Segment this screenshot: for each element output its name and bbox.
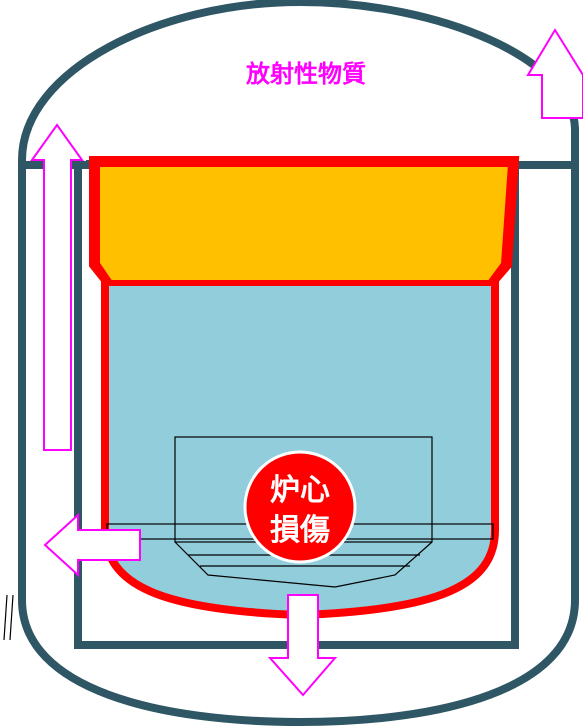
arrow-up-left — [30, 123, 84, 451]
arrow-left — [43, 512, 141, 578]
arrow-up-right — [526, 28, 583, 119]
title-radioactive-material: 放射性物質 — [245, 60, 366, 88]
core-label-line2: 損傷 — [270, 513, 330, 548]
edge-marks — [3, 594, 14, 641]
core-damage-circle — [243, 450, 357, 564]
vessel-upper-section — [94, 161, 515, 286]
core-label-line1: 炉心 — [270, 473, 330, 508]
arrow-down — [267, 594, 338, 697]
